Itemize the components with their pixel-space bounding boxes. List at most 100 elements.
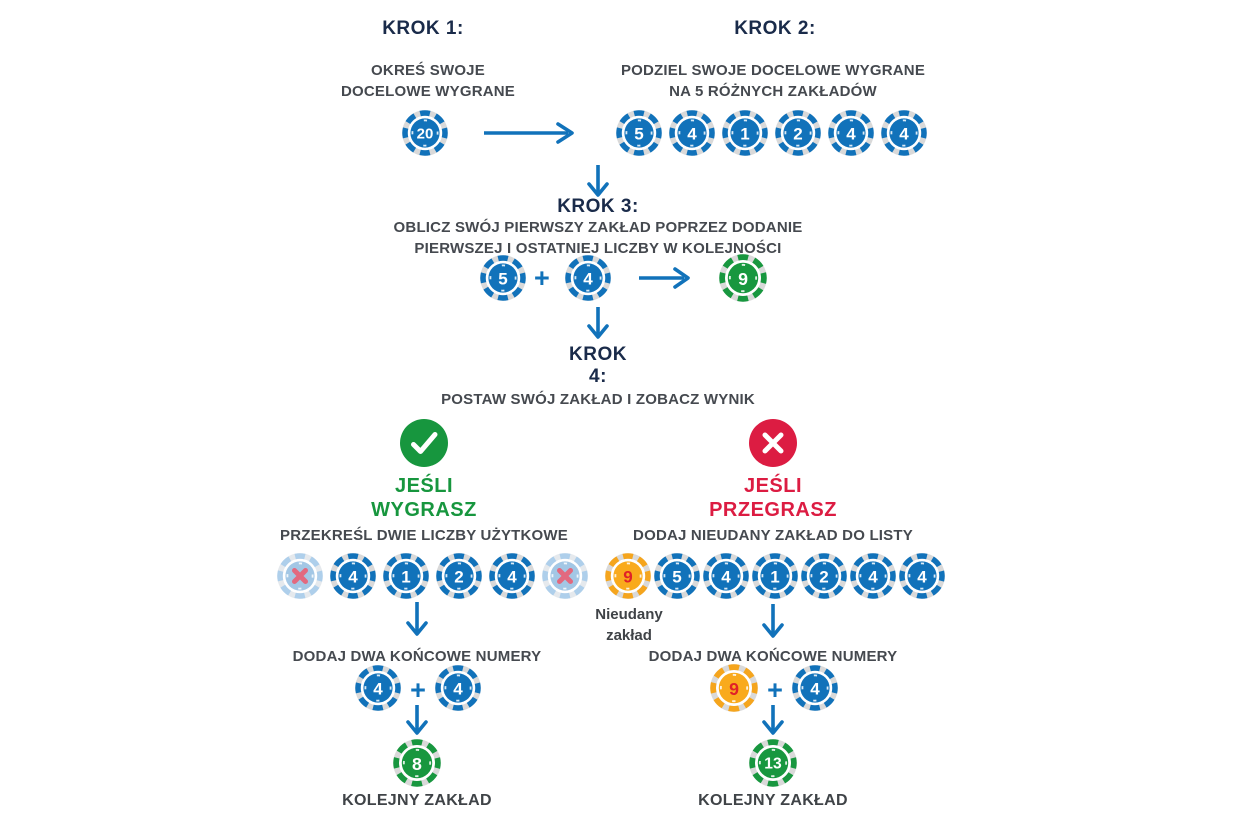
win-result-label: KOLEJNY ZAKŁAD [342,792,492,809]
chip-green-8: 8 [393,739,441,787]
step2-subtitle-line2: NA 5 RÓŻNYCH ZAKŁADÓW [669,83,877,100]
lose-result-chip: 13 [749,739,797,792]
chip-blue-4: 4 [850,553,896,599]
lose-sum-right-chip: 4 [792,665,838,716]
svg-text:4: 4 [453,679,463,698]
chip-blue-4: 4 [828,110,874,156]
svg-text:2: 2 [819,567,828,586]
lose-instruction: DODAJ NIEUDANY ZAKŁAD DO LISTY [633,527,913,544]
svg-text:4: 4 [810,679,820,698]
chip-faded-crossed [542,553,588,599]
win-title-line2: WYGRASZ [371,499,477,521]
step1-title: KROK 1: [382,18,464,39]
chip-blue-1: 1 [722,110,768,156]
failed-bet-label-line1: Nieudany [595,606,663,623]
step1-subtitle: OKREŚ SWOJE DOCELOWE WYGRANE [258,60,598,102]
chip-blue-4: 4 [669,110,715,156]
lose-sum-left-chip: 9 [710,664,758,717]
svg-text:4: 4 [348,567,358,586]
arrow-right-step1-step2 [484,122,574,144]
step1-subtitle-line2: DOCELOWE WYGRANE [340,83,516,100]
chip-green-9: 9 [719,254,767,302]
chip-green-13: 13 [749,739,797,787]
step3-subtitle: OBLICZ SWÓJ PIERWSZY ZAKŁAD POPRZEZ DODA… [368,217,828,259]
lose-chip-row: 9 5 4 1 2 4 [605,553,945,599]
svg-text:1: 1 [401,567,410,586]
svg-text:13: 13 [764,755,782,772]
x-icon [749,419,797,467]
svg-text:5: 5 [672,567,681,586]
arrow-down-win-1 [406,602,428,636]
chip-blue-4: 4 [489,553,535,599]
chip-yellow-9: 9 [710,664,758,712]
check-icon [400,419,448,467]
step4-title-line1: KROK [569,344,627,365]
step3-title: KROK 3: [557,196,639,217]
failed-bet-label: Nieudany zakład [579,604,679,646]
chip-blue-20: 20 [402,110,448,156]
win-result-chip: 8 [393,739,441,792]
chip-blue-4: 4 [703,553,749,599]
chip-blue-1: 1 [383,553,429,599]
win-sum-left-chip: 4 [355,665,401,716]
win-sum-row: 4 + 4 [352,665,484,716]
arrow-right-step3-result [639,267,690,289]
chip-blue-5: 5 [480,255,526,301]
chip-blue-4: 4 [792,665,838,711]
svg-text:5: 5 [634,124,643,143]
step4-title: KROK 4: [448,344,748,388]
arrow-down-to-step4 [587,307,609,339]
svg-text:4: 4 [868,567,878,586]
arrow-down-to-step3 [587,165,609,197]
chip-blue-4: 4 [355,665,401,711]
chip-blue-2: 2 [801,553,847,599]
chip-yellow-9: 9 [605,553,651,599]
svg-text:4: 4 [917,567,927,586]
svg-text:5: 5 [498,269,507,288]
chip-blue-5: 5 [654,553,700,599]
svg-text:2: 2 [454,567,463,586]
win-title: JEŚLI WYGRASZ [274,474,574,522]
svg-text:1: 1 [770,567,779,586]
chip-blue-2: 2 [775,110,821,156]
step2-subtitle-line1: PODZIEL SWOJE DOCELOWE WYGRANE [620,62,926,79]
svg-text:9: 9 [738,269,748,289]
step4-title-line2: 4: [589,366,607,387]
svg-text:8: 8 [412,754,422,774]
chip-blue-1: 1 [752,553,798,599]
svg-text:2: 2 [793,124,802,143]
chip-blue-4: 4 [330,553,376,599]
svg-text:4: 4 [846,124,856,143]
svg-text:4: 4 [583,269,593,288]
win-instruction: PRZEKREŚL DWIE LICZBY UŻYTKOWE [280,527,568,544]
lose-sum-plus: + [767,675,783,705]
win-chip-row: 4 1 2 4 [277,553,588,599]
step2-chip-row: 5 4 1 2 4 4 [616,110,927,156]
lose-title-line2: PRZEGRASZ [709,499,837,521]
step4-subtitle: POSTAW SWÓJ ZAKŁAD I ZOBACZ WYNIK [441,391,755,408]
svg-text:1: 1 [740,124,749,143]
win-add-label: DODAJ DWA KOŃCOWE NUMERY [292,648,542,665]
svg-text:9: 9 [729,679,739,699]
arrow-down-lose-1 [762,604,784,638]
arrow-down-lose-2 [762,705,784,735]
chip-blue-4: 4 [899,553,945,599]
step3-plus: + [534,263,550,293]
svg-text:20: 20 [417,125,434,142]
chip-blue-4: 4 [881,110,927,156]
step2-subtitle: PODZIEL SWOJE DOCELOWE WYGRANE NA 5 RÓŻN… [603,60,943,102]
win-sum-plus: + [410,675,426,705]
lose-title-line1: JEŚLI [743,475,803,497]
win-title-line1: JEŚLI [394,475,454,497]
step3-first-chip: 5 [480,255,526,306]
step1-chip-row: 20 [402,110,448,156]
svg-text:4: 4 [373,679,383,698]
failed-bet-label-line2: zakład [606,627,652,644]
step2-title: KROK 2: [734,18,816,39]
step3-result-chip: 9 [719,254,767,307]
svg-text:4: 4 [721,567,731,586]
win-sum-right-chip: 4 [435,665,481,716]
arrow-down-win-2 [406,705,428,735]
lose-add-label: DODAJ DWA KOŃCOWE NUMERY [648,648,898,665]
